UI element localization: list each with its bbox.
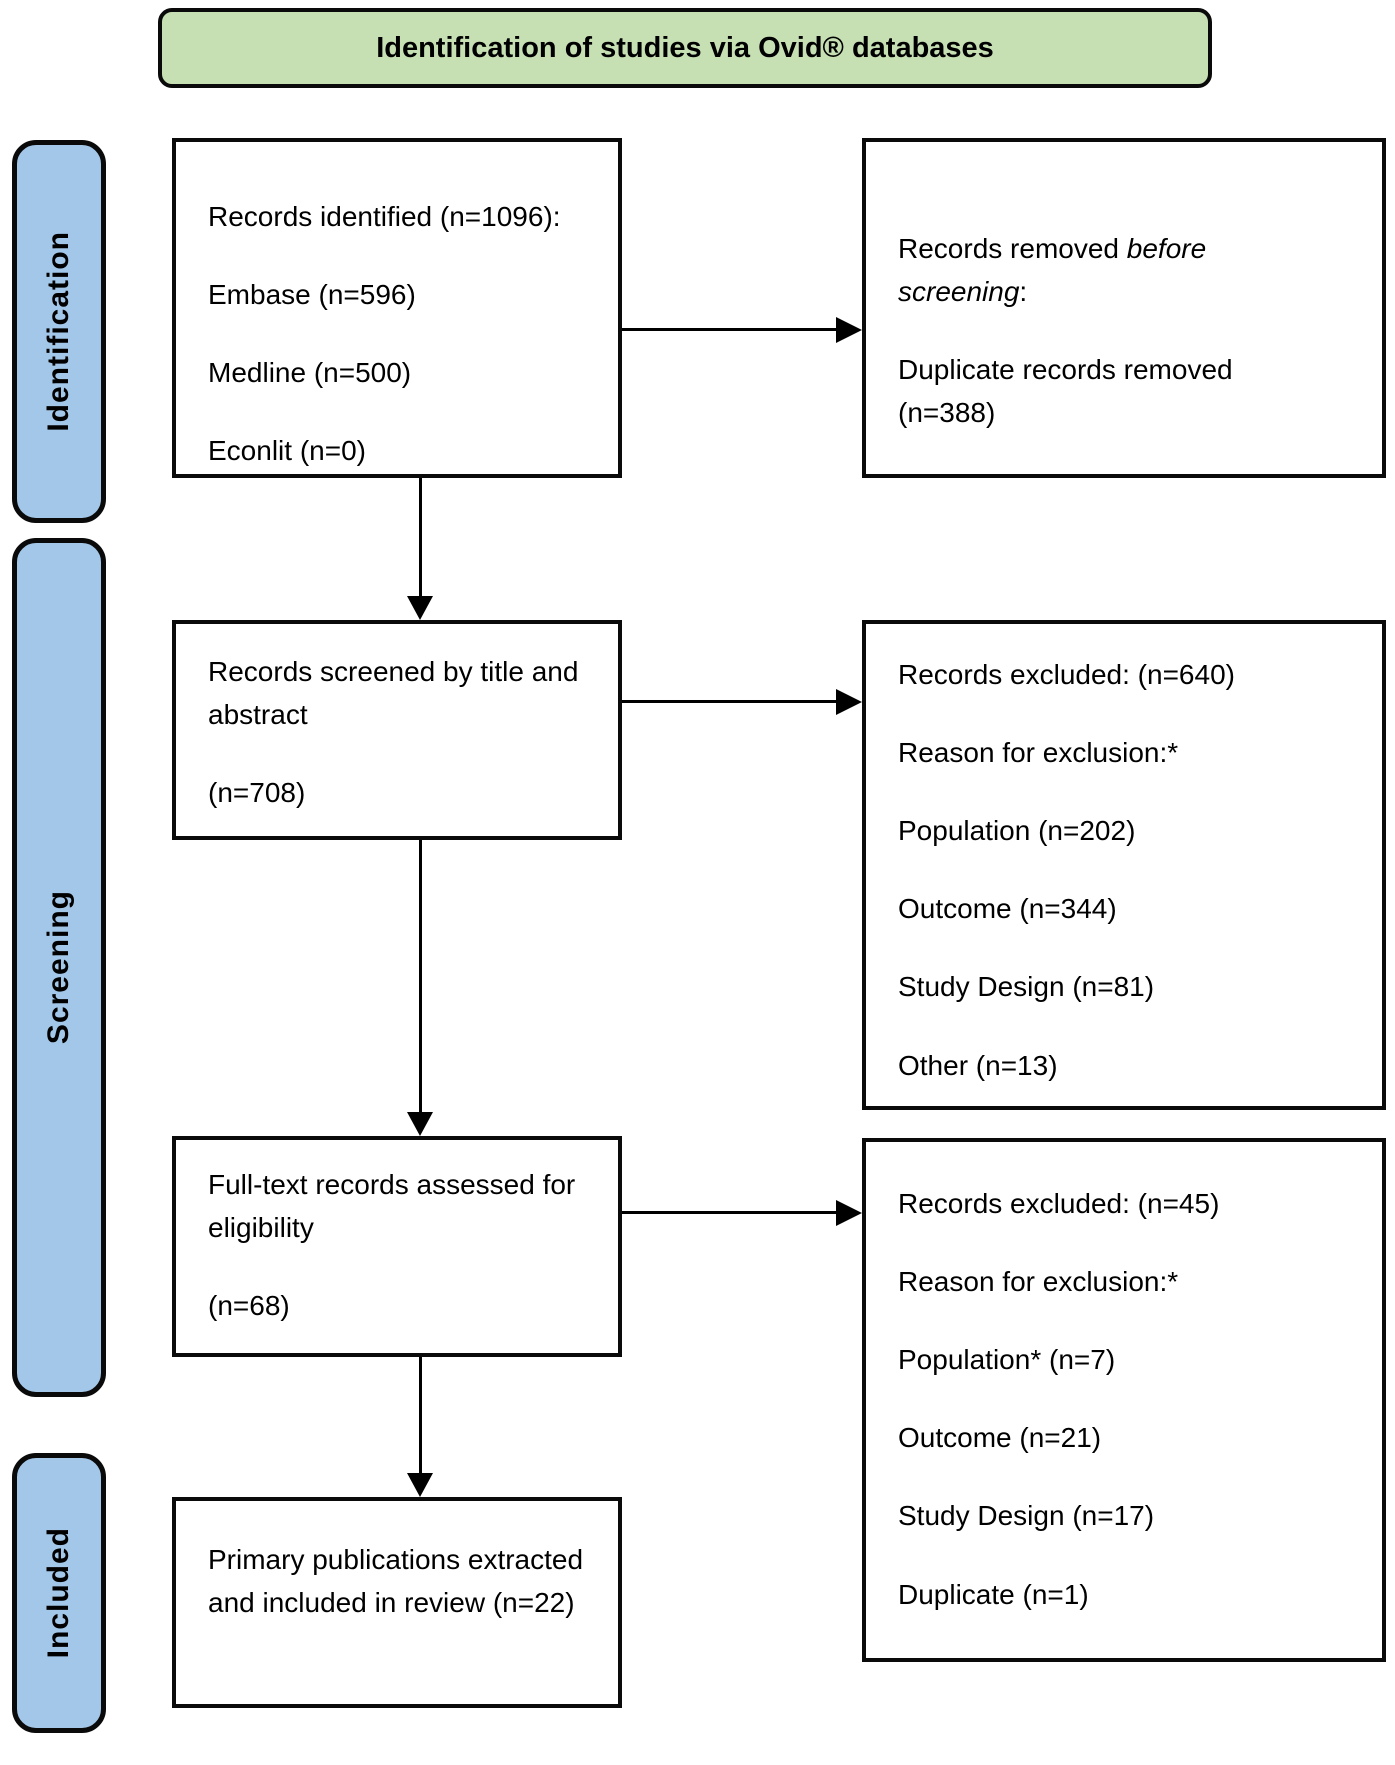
text-segment: Records removed [898,233,1127,264]
text-line: Population (n=202) [898,815,1136,847]
box-records-screened: Records screened by title and abstract (… [172,620,622,840]
text-line: Outcome (n=344) [898,893,1117,925]
text-line: Duplicate (n=1) [898,1578,1089,1610]
text-line: Outcome (n=21) [898,1422,1102,1454]
text-line: Full-text records assessed for eligibili… [208,1169,576,1244]
arrow-right-icon [836,317,862,343]
text-line: Reason for exclusion:* [898,1266,1179,1298]
text-line: Records removed before screening: [898,227,1308,313]
stage-tab-included: Included [12,1453,106,1733]
text-line: (n=708) [208,777,306,809]
text-line: Medline (n=500) [208,357,412,389]
text-line: Reason for exclusion:* [898,737,1179,769]
text-line: Study Design (n=17) [898,1500,1155,1532]
text-line: Other (n=13) [898,1049,1058,1081]
text-line: Econlit (n=0) [208,435,366,467]
text-segment-italic: before screening [898,233,1207,308]
box-records-removed: Records removed before screening: Duplic… [862,138,1386,478]
stage-label-identification: Identification [42,231,75,432]
arrow-right-icon [836,689,862,715]
stage-label-screening: Screening [42,890,75,1045]
stage-tab-screening: Screening [12,538,106,1397]
arrow-down-icon [407,1473,433,1497]
arrow-identified-to-removed-shaft [622,328,838,331]
text-line: Study Design (n=81) [898,971,1155,1003]
arrow-right-icon [836,1200,862,1226]
stage-tab-identification: Identification [12,140,106,523]
stage-label-included: Included [42,1527,75,1659]
arrow-fulltext-to-excluded-shaft [622,1211,838,1214]
arrow-fulltext-to-included-shaft [419,1357,422,1475]
text-line: Duplicate records removed (n=388) [898,354,1233,429]
arrow-down-icon [407,596,433,620]
text-segment: : [1019,276,1028,308]
box-included-publications: Primary publications extracted and inclu… [172,1497,622,1708]
text-line: Records screened by title and abstract [208,656,579,731]
text-line: Embase (n=596) [208,279,416,311]
text-line: Records excluded: (n=45) [898,1188,1220,1219]
diagram-title-banner: Identification of studies via Ovid® data… [158,8,1212,88]
arrow-screened-to-excluded-shaft [622,700,838,703]
arrow-identified-to-screened-shaft [419,478,422,598]
text-line: Records excluded: (n=640) [898,659,1235,690]
box-records-excluded-screening: Records excluded: (n=640) Reason for exc… [862,620,1386,1110]
arrow-screened-to-fulltext-shaft [419,840,422,1114]
text-line: Primary publications extracted and inclu… [208,1544,584,1619]
box-records-identified: Records identified (n=1096): Embase (n=5… [172,138,622,478]
diagram-title: Identification of studies via Ovid® data… [376,31,994,64]
text-line: Records identified (n=1096): [208,201,561,232]
text-line: (n=68) [208,1290,290,1322]
box-records-excluded-fulltext: Records excluded: (n=45) Reason for excl… [862,1138,1386,1662]
arrow-down-icon [407,1112,433,1136]
box-fulltext-assessed: Full-text records assessed for eligibili… [172,1136,622,1357]
text-line: Population* (n=7) [898,1344,1116,1376]
